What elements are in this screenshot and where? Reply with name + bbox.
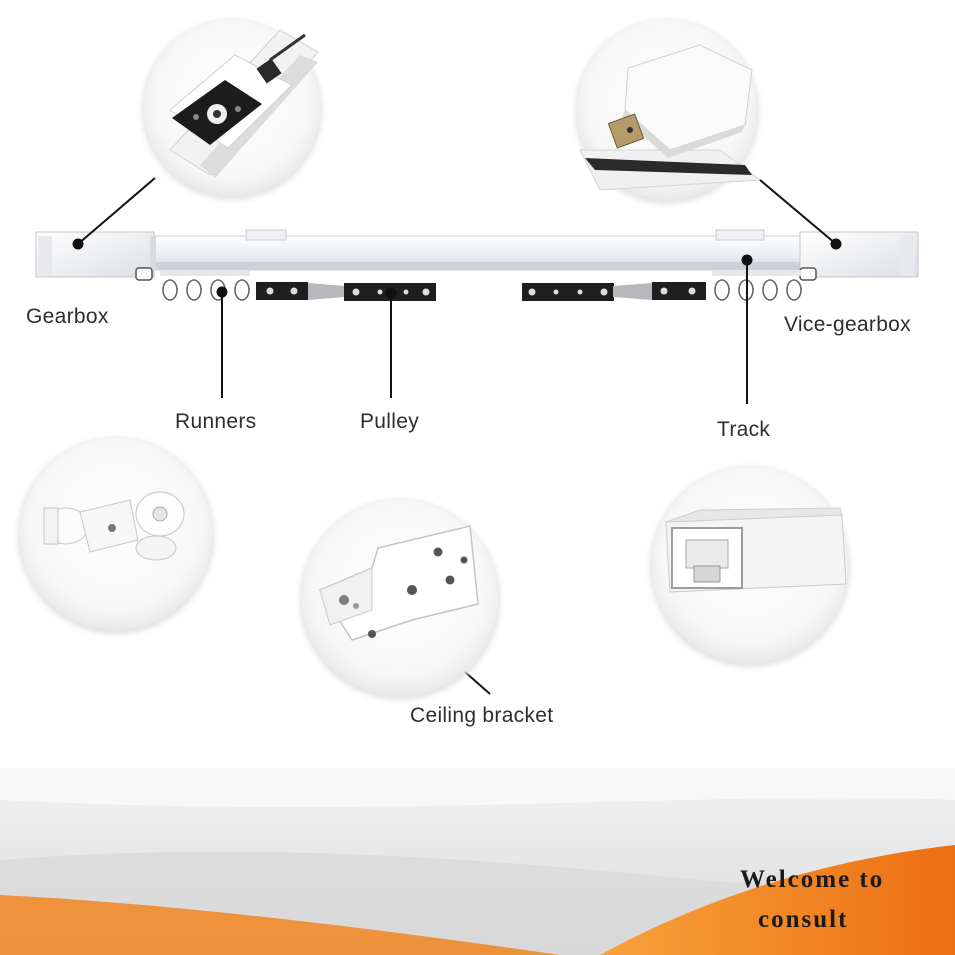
- label-track: Track: [717, 418, 771, 441]
- vice-gearbox-detail-circle: [575, 20, 762, 204]
- track-assembly: [35, 229, 919, 281]
- runners-left: [160, 270, 250, 301]
- leader-dot-gearbox: [72, 238, 84, 250]
- runners-right: [712, 270, 802, 301]
- leader-line-gearbox: [77, 177, 156, 245]
- runners-detail-circle: [18, 438, 214, 634]
- leader-lines: [72, 177, 842, 695]
- label-pulley: Pulley: [360, 410, 419, 433]
- welcome-line-1: Welcome to: [740, 866, 885, 893]
- orange-wave: [600, 845, 955, 955]
- leader-dot-pulley: [385, 287, 397, 299]
- leader-dot-track: [741, 254, 753, 266]
- label-runners: Runners: [175, 410, 257, 433]
- leader-dot-runners: [216, 286, 228, 298]
- label-ceiling-bracket: Ceiling bracket: [410, 704, 554, 727]
- pulley-arm-left: [256, 282, 436, 301]
- leader-dot-vice-gearbox: [830, 238, 842, 250]
- label-gearbox: Gearbox: [26, 305, 109, 328]
- pulley-arm-right: [522, 282, 706, 301]
- ceiling-bracket-detail-circle: [300, 500, 500, 700]
- leader-line-vice-gearbox: [759, 179, 837, 245]
- track-profile-detail-circle: [650, 467, 850, 667]
- welcome-line-2: consult: [758, 906, 849, 933]
- gearbox-detail-circle: [142, 20, 322, 200]
- label-vice-gearbox: Vice-gearbox: [784, 313, 911, 336]
- bottom-banner: [0, 768, 955, 955]
